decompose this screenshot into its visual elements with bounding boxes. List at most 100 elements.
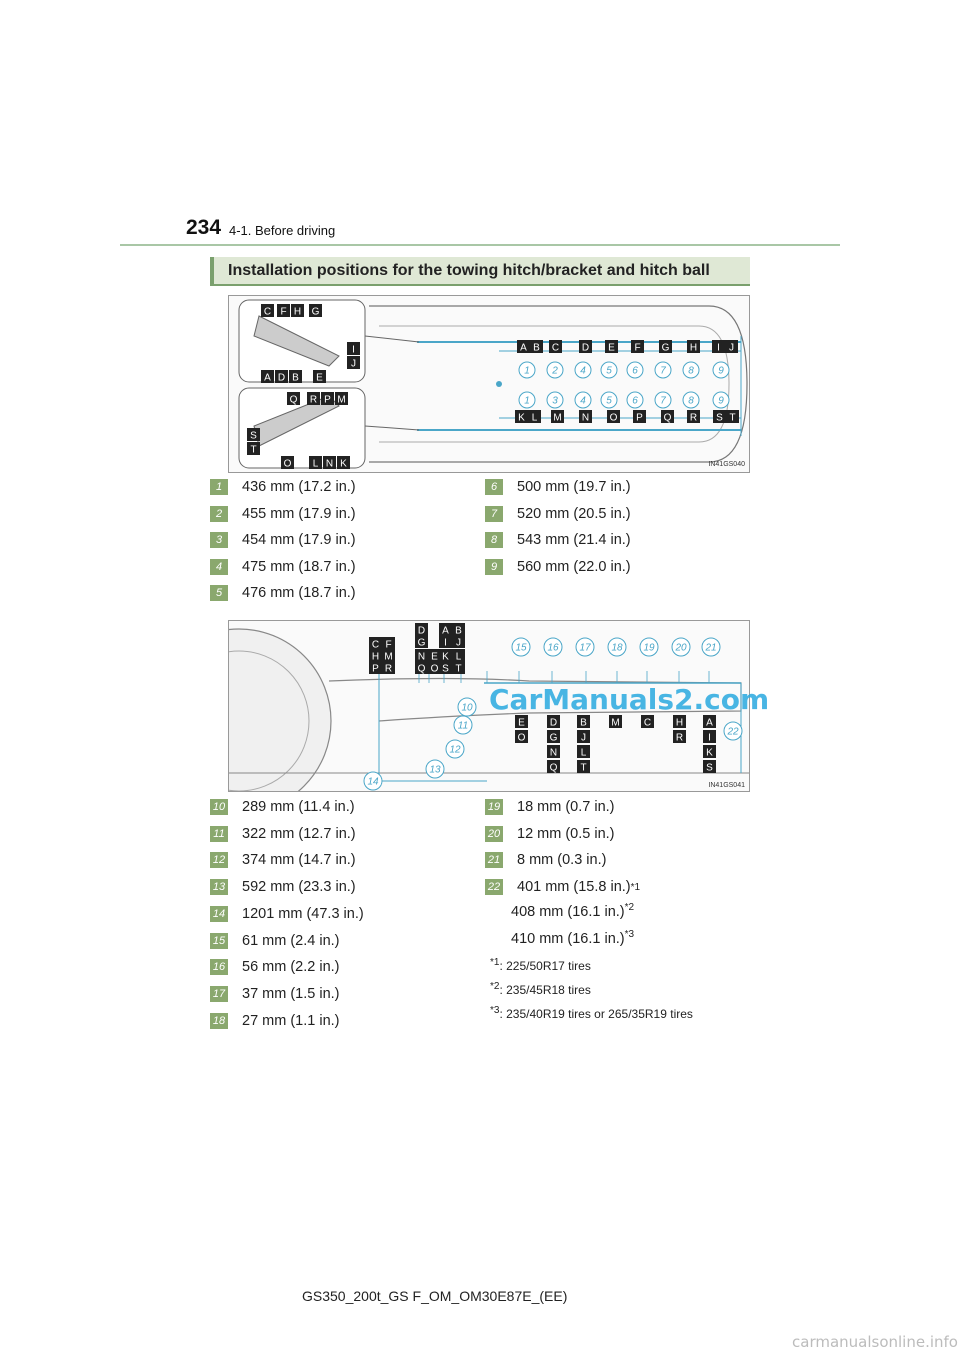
letter-label: A xyxy=(517,340,530,354)
letter-label: J xyxy=(347,356,360,370)
letter-label: Q xyxy=(547,760,560,774)
letter-label: L xyxy=(577,745,590,759)
item-number-badge: 10 xyxy=(210,799,228,815)
item-number-badge: 2 xyxy=(210,505,228,522)
svg-text:14: 14 xyxy=(367,777,379,788)
letter-label: B xyxy=(530,340,543,354)
item-number-badge: 17 xyxy=(210,985,228,1002)
leader-line xyxy=(364,425,420,431)
letter-label: T xyxy=(452,661,465,675)
letter-label: M xyxy=(609,715,622,729)
svg-text:I: I xyxy=(717,343,720,354)
number-callout: 3 xyxy=(546,391,564,409)
item-number-badge: 8 xyxy=(485,532,503,549)
item-number-badge: 15 xyxy=(210,932,228,949)
measurement-value: 560 mm (22.0 in.) xyxy=(517,558,631,575)
letter-label: H xyxy=(687,340,700,354)
svg-text:N: N xyxy=(326,459,333,470)
letter-label: G xyxy=(659,340,672,354)
svg-text:G: G xyxy=(550,733,558,744)
figure-code: IN41GS040 xyxy=(708,461,745,468)
number-callout: 6 xyxy=(626,361,644,379)
measurement-value: 520 mm (20.5 in.) xyxy=(517,505,631,522)
letter-label: E xyxy=(313,370,326,384)
letter-label: I xyxy=(712,340,725,354)
letter-label: I xyxy=(439,635,452,649)
svg-text:18: 18 xyxy=(611,643,623,654)
tire-footnote: *2: 235/45R18 tires xyxy=(490,981,591,997)
letter-label: D xyxy=(415,623,428,637)
letter-label: A xyxy=(261,370,274,384)
svg-text:E: E xyxy=(316,373,323,384)
measurement-value: 475 mm (18.7 in.) xyxy=(242,558,356,575)
number-callout: 16 xyxy=(543,637,563,657)
item-number-badge: 9 xyxy=(485,558,503,575)
item-number-badge: 6 xyxy=(485,479,503,495)
measurement-value: 56 mm (2.2 in.) xyxy=(242,959,340,976)
svg-text:13: 13 xyxy=(429,765,441,776)
svg-text:H: H xyxy=(690,343,697,354)
letter-label: R xyxy=(382,661,395,675)
header-divider xyxy=(120,244,840,246)
svg-text:F: F xyxy=(385,640,391,651)
svg-text:H: H xyxy=(372,652,379,663)
measurement-value: 1201 mm (47.3 in.) xyxy=(242,905,364,922)
section-title-bar: Installation positions for the towing hi… xyxy=(210,257,750,286)
letter-label: C xyxy=(549,340,562,354)
item-number-badge: 5 xyxy=(210,585,228,602)
svg-text:F: F xyxy=(280,307,286,318)
svg-text:Q: Q xyxy=(664,413,672,424)
svg-text:6: 6 xyxy=(632,366,638,377)
letter-label: J xyxy=(725,340,738,354)
item-number-badge: 11 xyxy=(210,825,228,842)
watermark: CarManuals2.com xyxy=(489,683,770,716)
letter-label: N xyxy=(323,456,336,470)
svg-text:K: K xyxy=(706,748,713,759)
svg-text:12: 12 xyxy=(449,745,461,756)
letter-label: I xyxy=(347,342,360,356)
svg-text:R: R xyxy=(385,664,392,675)
letter-label: C xyxy=(641,715,654,729)
svg-text:A: A xyxy=(706,718,713,729)
number-callout: 18 xyxy=(607,637,627,657)
item-number-badge: 21 xyxy=(485,852,503,869)
letter-label: T xyxy=(726,410,739,424)
measurement-value: 27 mm (1.1 in.) xyxy=(242,1012,340,1029)
svg-text:Q: Q xyxy=(418,664,426,675)
section-label: 4-1. Before driving xyxy=(229,223,336,238)
letter-label: D xyxy=(547,715,560,729)
svg-text:M: M xyxy=(384,652,392,663)
svg-text:E: E xyxy=(608,343,615,354)
svg-text:6: 6 xyxy=(632,396,638,407)
letter-label: E xyxy=(515,715,528,729)
letter-label: G xyxy=(415,635,428,649)
svg-text:17: 17 xyxy=(579,643,591,654)
measurement-value: 18 mm (0.7 in.) xyxy=(517,799,615,815)
letter-label: H xyxy=(673,715,686,729)
letter-label: B xyxy=(289,370,302,384)
number-callout: 20 xyxy=(671,637,691,657)
svg-text:4: 4 xyxy=(580,366,586,377)
measurement-value: 454 mm (17.9 in.) xyxy=(242,532,356,549)
vehicle-inner-outline xyxy=(379,325,730,443)
measurement-value: 289 mm (11.4 in.) xyxy=(242,799,355,815)
svg-text:G: G xyxy=(312,307,320,318)
number-callout: 8 xyxy=(682,361,700,379)
svg-text:T: T xyxy=(250,445,256,456)
svg-text:D: D xyxy=(550,718,557,729)
svg-text:E: E xyxy=(518,718,525,729)
svg-text:H: H xyxy=(294,307,301,318)
svg-text:20: 20 xyxy=(674,643,687,654)
number-callout: 1 xyxy=(518,361,536,379)
svg-text:5: 5 xyxy=(606,366,612,377)
